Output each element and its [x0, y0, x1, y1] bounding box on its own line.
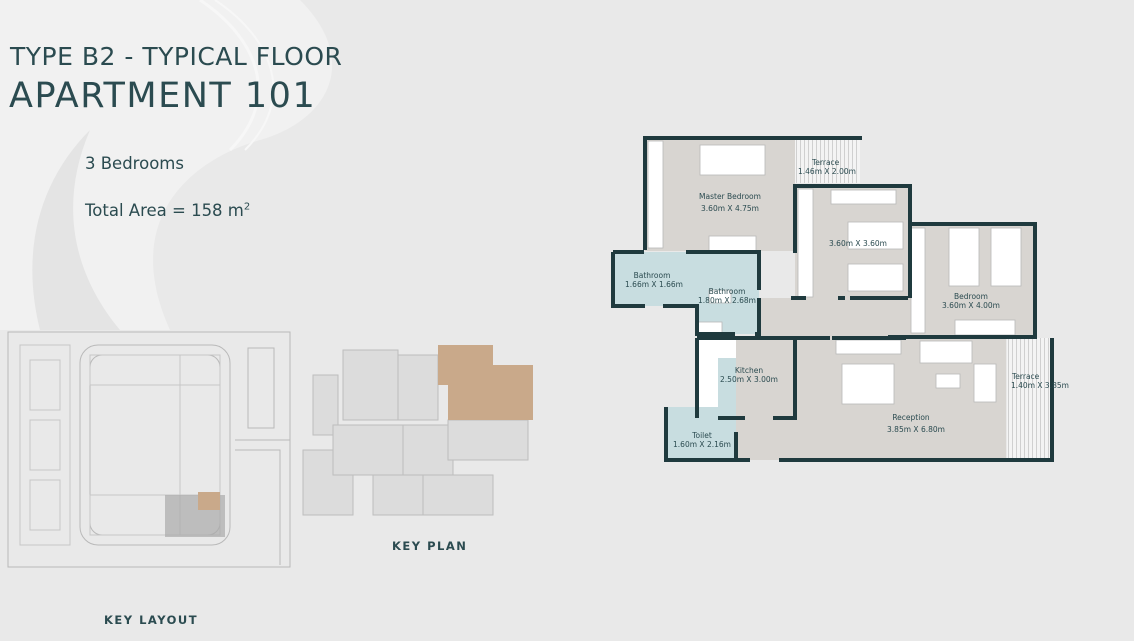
bathroom-2-name: Bathroom: [709, 287, 746, 296]
bedroom-3-size: 3.60m X 4.00m: [942, 301, 1000, 310]
reception-size: 3.85m X 6.80m: [887, 425, 945, 434]
terrace-top: [795, 139, 860, 183]
apartment-title: APARTMENT 101: [9, 76, 317, 116]
key-plan-caption: KEY PLAN: [392, 539, 468, 553]
area-unit-superscript: 2: [243, 201, 251, 213]
master-bedroom-size: 3.60m X 4.75m: [701, 204, 759, 213]
key-layout-caption: KEY LAYOUT: [104, 613, 199, 627]
bedroom-2-size: 3.60m X 3.60m: [829, 239, 887, 248]
toilet: [666, 407, 736, 460]
bathroom-2-size: 1.80m X 2.68m: [698, 296, 756, 305]
master-bedroom-name: Master Bedroom: [699, 192, 761, 201]
toilet-size: 1.60m X 2.16m: [673, 440, 731, 449]
key-plan-map: [302, 345, 533, 516]
terrace-top-size: 1.46m X 2.00m: [798, 167, 856, 176]
kitchen-name: Kitchen: [735, 366, 763, 375]
bathroom-1-name: Bathroom: [634, 271, 671, 280]
terrace-right-name: Terrace: [1011, 372, 1040, 381]
reception-name: Reception: [892, 413, 930, 422]
key-layout-map: [7, 331, 291, 568]
bathroom-1-size: 1.66m X 1.66m: [625, 280, 683, 289]
bedrooms-count: 3 Bedrooms: [85, 154, 184, 173]
bedroom-3-name: Bedroom: [954, 292, 988, 301]
terrace-top-name: Terrace: [811, 158, 840, 167]
terrace-right-size: 1.40m X 3.85m: [1011, 381, 1069, 390]
total-area-text: Total Area = 158 m: [85, 201, 244, 220]
floor-type-subtitle: TYPE B2 - TYPICAL FLOOR: [10, 42, 343, 71]
kitchen-size: 2.50m X 3.00m: [720, 375, 778, 384]
bathroom-1: [613, 252, 697, 306]
toilet-name: Toilet: [691, 431, 712, 440]
total-area: Total Area = 158 m2: [85, 201, 250, 220]
terrace-right: [1007, 338, 1053, 460]
